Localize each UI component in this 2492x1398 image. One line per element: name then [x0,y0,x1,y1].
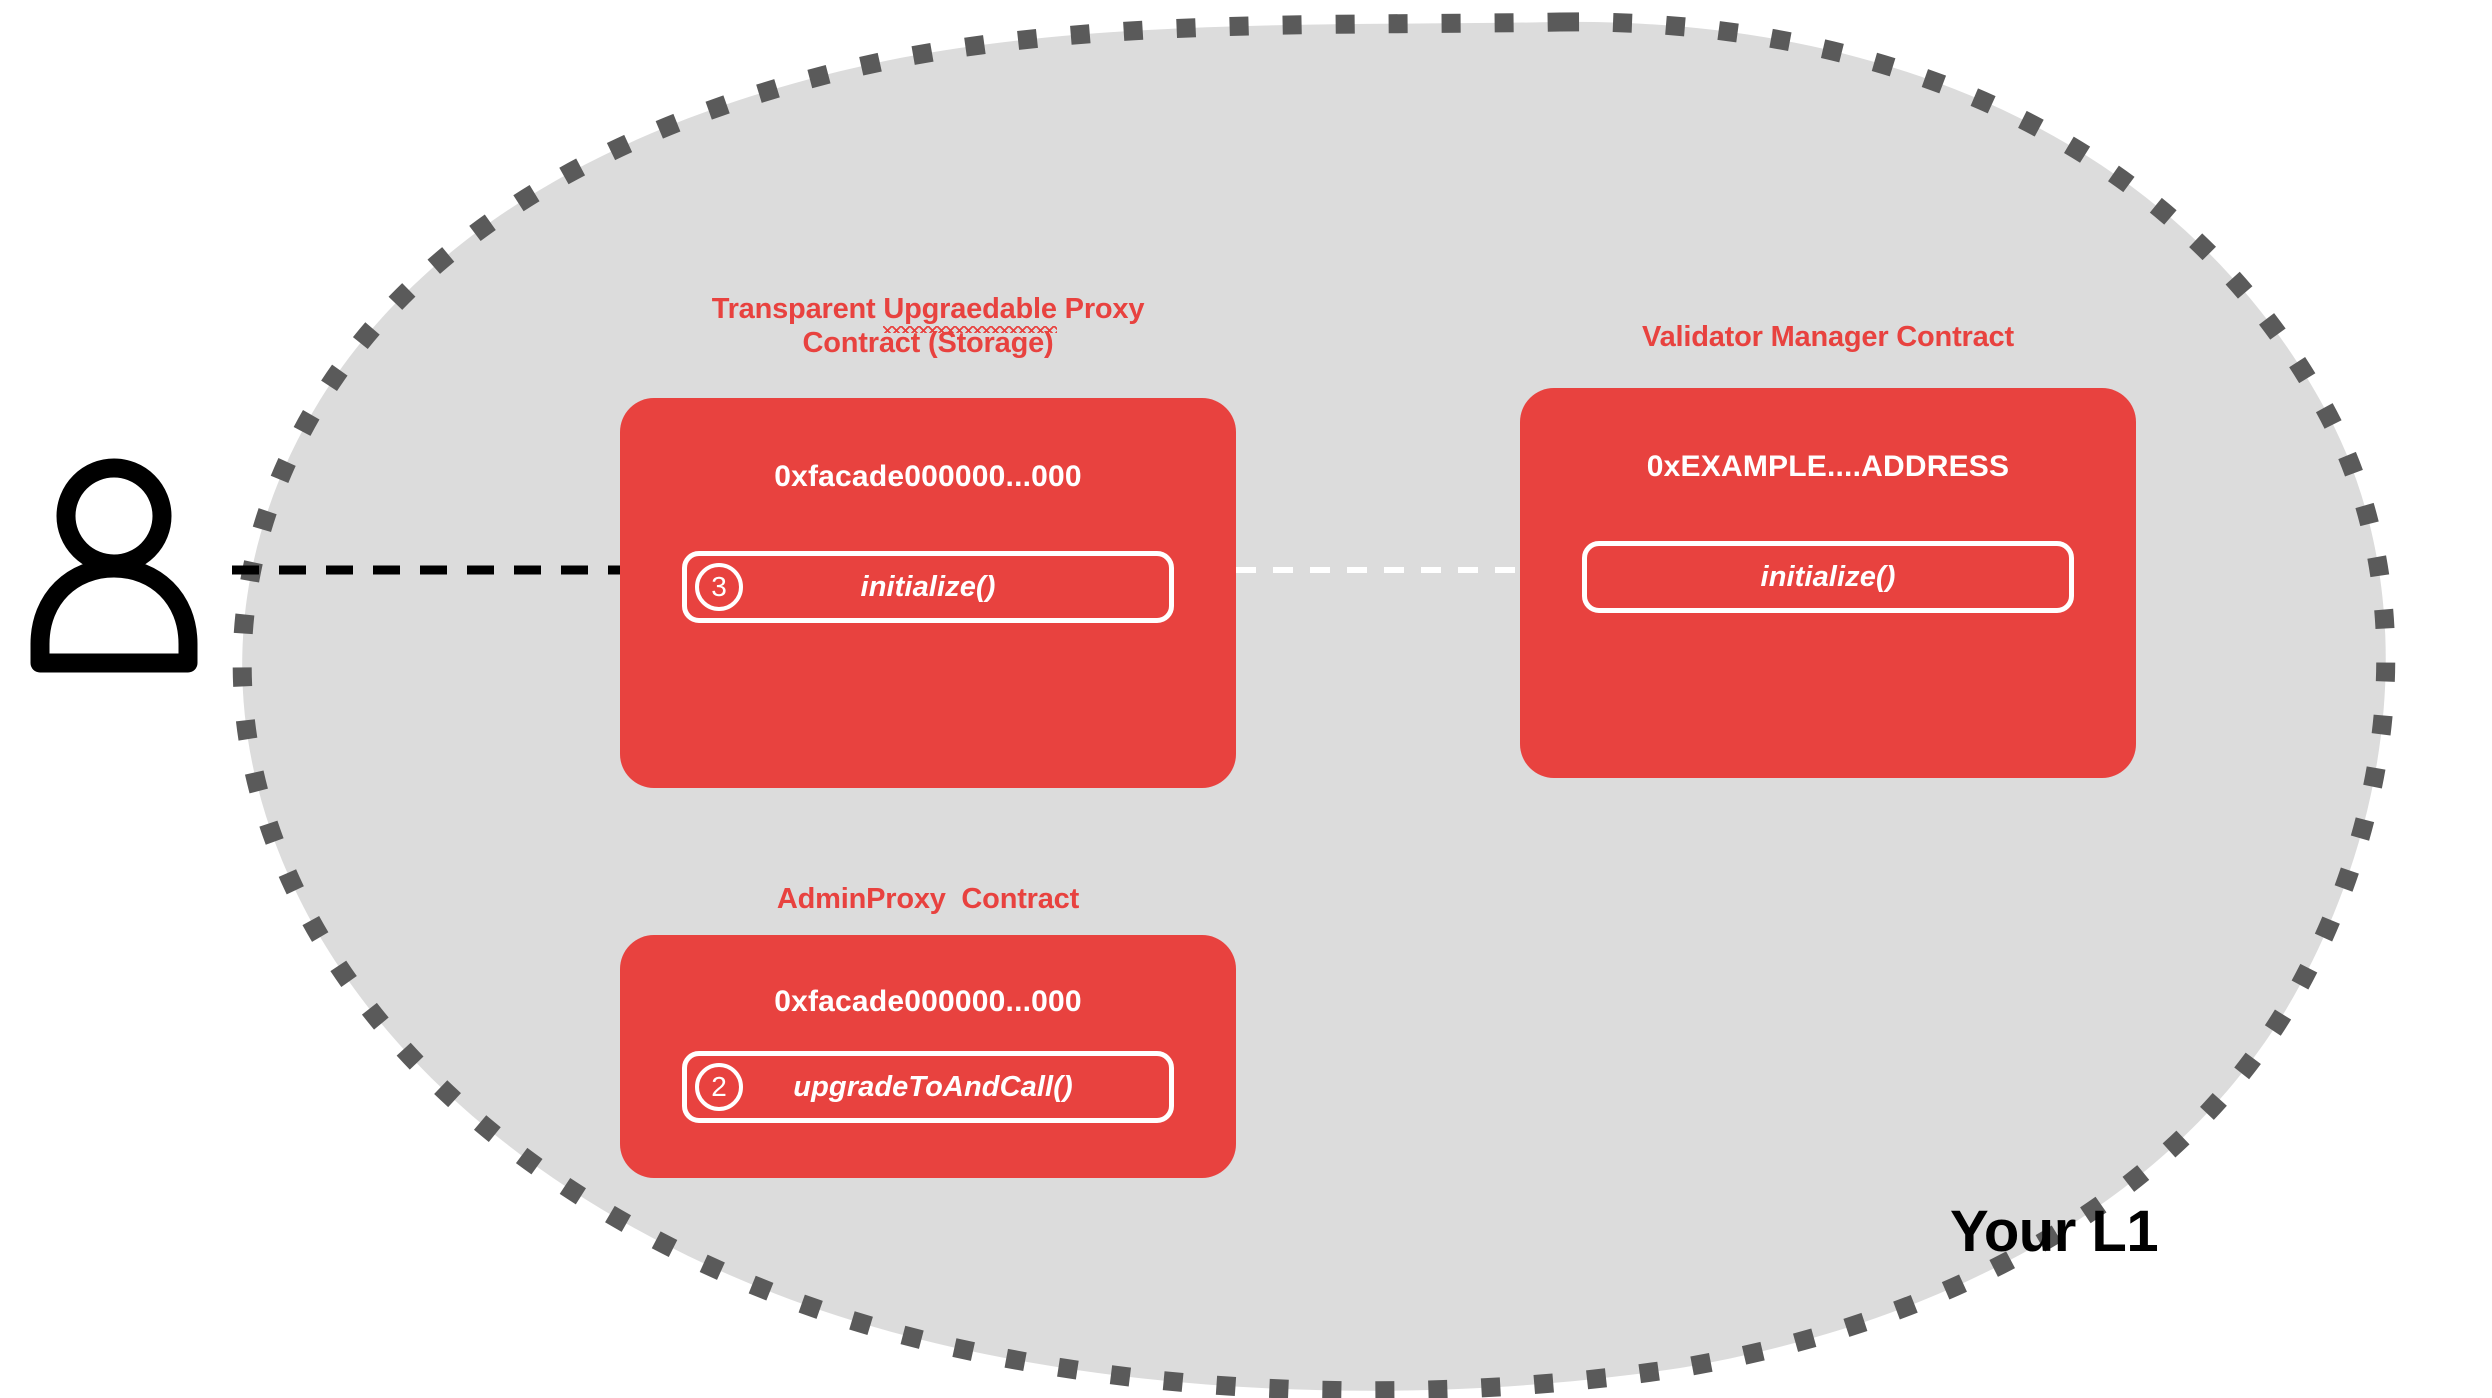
contract-card-proxy[interactable]: 0xfacade000000...000 3 initialize() [620,398,1236,788]
method-box-initialize-proxy[interactable]: 3 initialize() [682,551,1174,623]
contract-card-validator-manager[interactable]: 0xEXAMPLE....ADDRESS initialize() [1520,388,2136,778]
step-badge-2: 2 [695,1063,743,1111]
proxy-title-misspelled-word: Upgraedable [883,293,1058,334]
method-label-upgrade-to-and-call: upgradeToAndCall() [793,1070,1073,1103]
method-label-initialize-proxy: initialize() [860,570,996,603]
proxy-title-prefix: Transparent [711,293,884,325]
person-icon [30,458,198,673]
proxy-title-suffix: Proxy [1056,293,1145,325]
person-head [56,458,172,574]
environment-label: Your L1 [1950,1199,2159,1264]
step-badge-3: 3 [695,563,743,611]
contract-validator-manager[interactable]: Validator Manager Contract 0xEXAMPLE....… [1520,320,2136,780]
contract-admin-proxy[interactable]: AdminProxy Contract 0xfacade000000...000… [620,882,1236,1178]
method-box-initialize-validator-manager[interactable]: initialize() [1582,541,2074,613]
contract-title-admin-proxy: AdminProxy Contract [776,883,1080,915]
method-box-upgrade-to-and-call[interactable]: 2 upgradeToAndCall() [682,1051,1174,1123]
method-label-initialize-validator-manager: initialize() [1760,560,1896,593]
contract-address-proxy: 0xfacade000000...000 [774,460,1082,493]
contract-card-admin-proxy[interactable]: 0xfacade000000...000 2 upgradeToAndCall(… [620,935,1236,1178]
contract-title-validator-manager: Validator Manager Contract [1642,321,2014,353]
contract-address-admin-proxy: 0xfacade000000...000 [774,985,1082,1018]
contract-address-validator-manager: 0xEXAMPLE....ADDRESS [1646,450,2010,483]
person-body [30,558,198,673]
